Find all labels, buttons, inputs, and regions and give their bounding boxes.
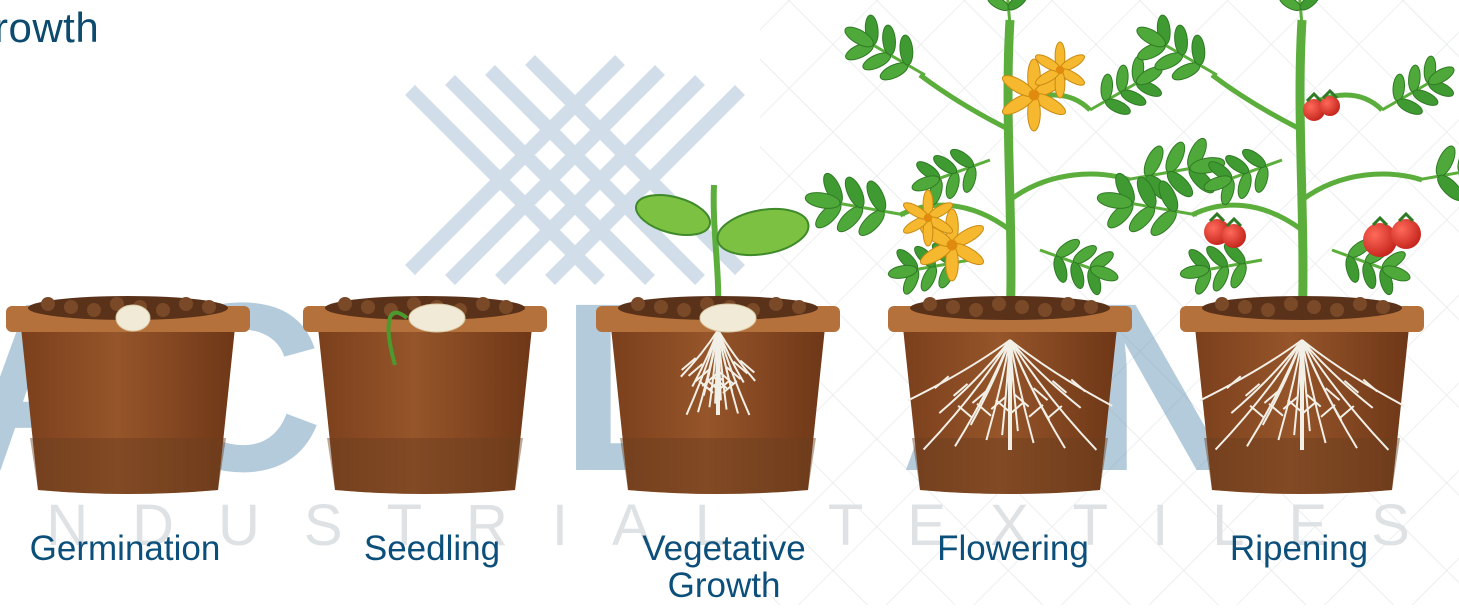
pot-stage-1 <box>6 296 250 494</box>
stage-label-2: Seedling <box>312 530 552 567</box>
watermark-logo-icon <box>410 60 740 280</box>
pot-stage-2 <box>303 296 547 494</box>
pot-stage-3 <box>596 185 840 494</box>
stage-label-1: Germination <box>5 530 245 567</box>
stage-label-3: Vegetative Growth <box>624 530 824 604</box>
stage-label-5: Ripening <box>1179 530 1419 567</box>
seed-icon <box>116 305 150 331</box>
seed-icon <box>700 304 756 332</box>
soil-icon <box>1202 296 1402 320</box>
soil-icon <box>910 296 1110 320</box>
page-title: rowth <box>0 4 99 52</box>
stage-label-4: Flowering <box>893 530 1133 567</box>
seed-icon <box>409 304 465 332</box>
